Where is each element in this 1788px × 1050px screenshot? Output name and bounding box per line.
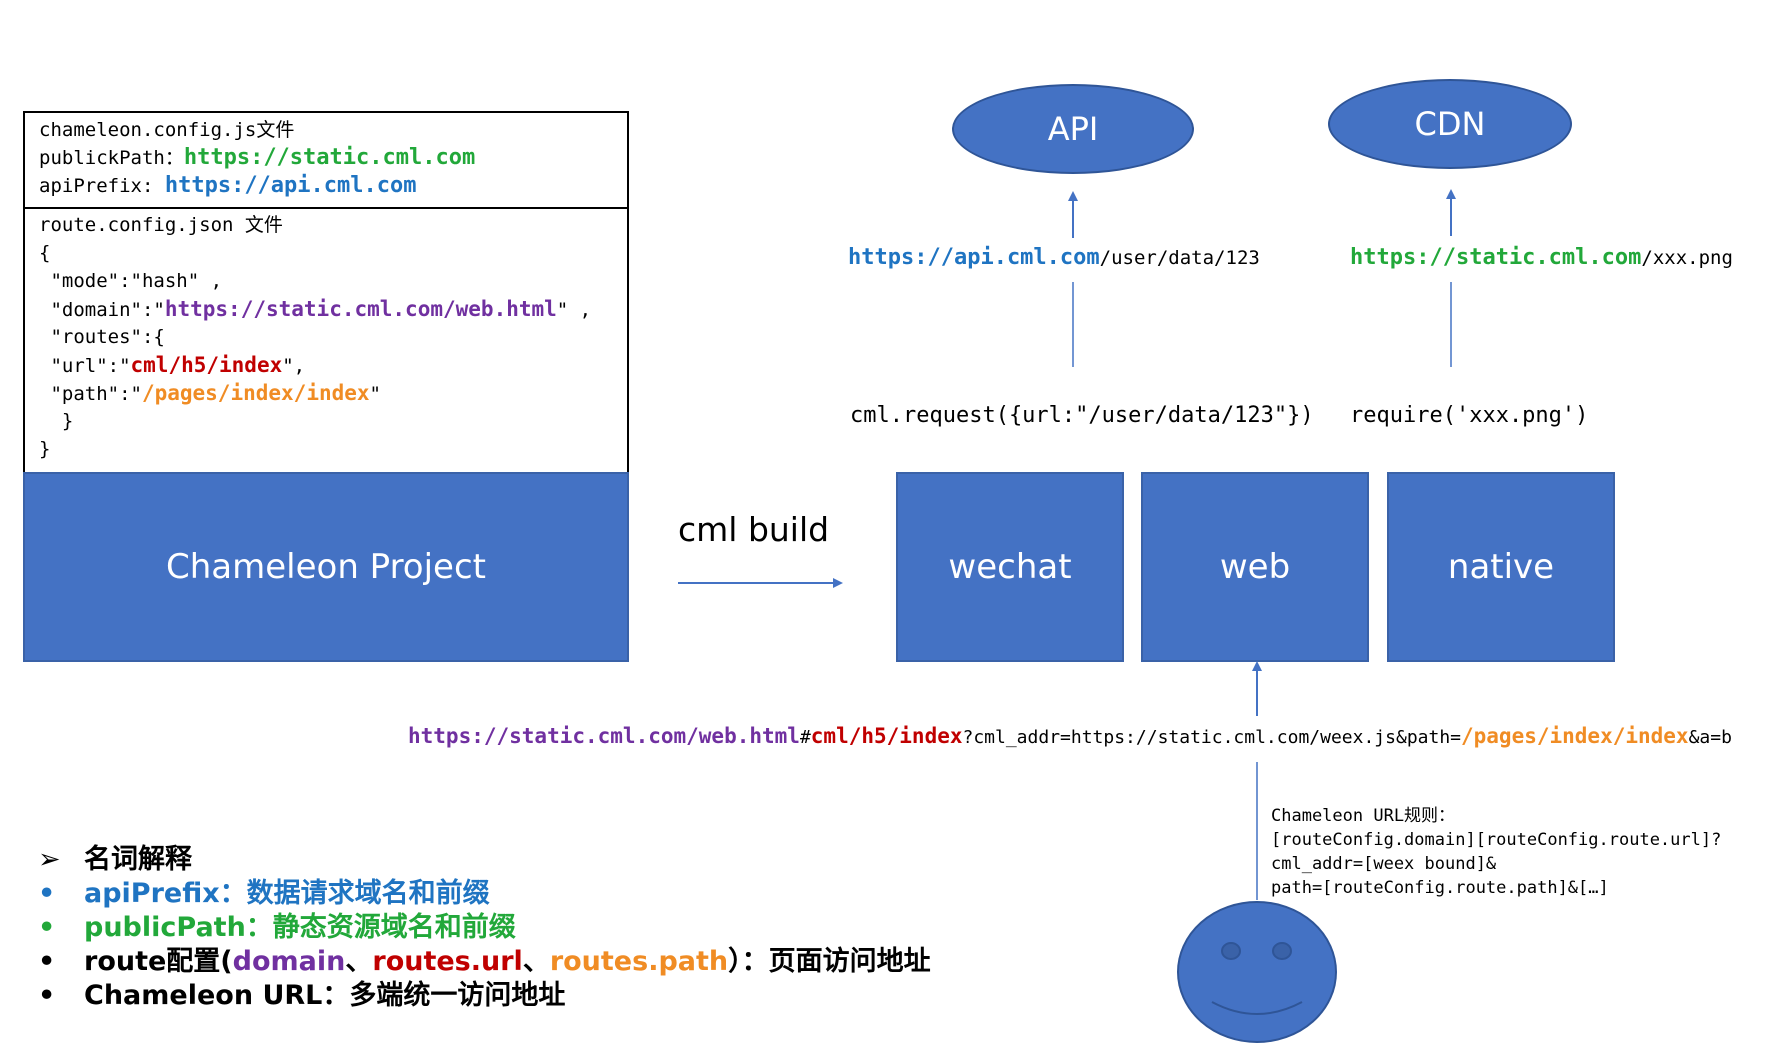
- glossary-heading: ➢ 名词解释: [38, 843, 192, 877]
- routes-close-brace: }: [39, 410, 74, 432]
- api-ellipse: API: [952, 84, 1194, 174]
- route-url-line: "url":"cml/h5/index",: [39, 353, 305, 378]
- glossary-item2-text: publicPath：静态资源域名和前缀: [84, 912, 516, 943]
- full-url-path: /pages/index/index: [1461, 724, 1689, 748]
- glossary-bullet: •: [38, 912, 56, 943]
- native-box: native: [1387, 472, 1615, 662]
- public-path-label: publickPath：: [39, 147, 184, 169]
- cml-build-label: cml build: [678, 510, 830, 549]
- glossary-item-api-prefix: • apiPrefix：数据请求域名和前缀: [38, 877, 490, 911]
- url-value: cml/h5/index: [130, 353, 283, 377]
- api-label: API: [1047, 110, 1099, 148]
- path-value: /pages/index/index: [141, 381, 370, 405]
- cdn-ellipse: CDN: [1328, 79, 1572, 169]
- domain-key: "domain":": [39, 299, 165, 321]
- glossary-item3-sep1: 、: [345, 946, 373, 977]
- glossary-item3-url: routes.url: [372, 946, 523, 977]
- chameleon-url-line: https://static.cml.com/web.html#cml/h5/i…: [408, 724, 1732, 748]
- glossary-bullet: •: [38, 946, 56, 977]
- full-url-route: cml/h5/index: [810, 724, 963, 748]
- wechat-box: wechat: [896, 472, 1124, 662]
- cdn-label: CDN: [1414, 105, 1486, 143]
- url-rule-line3: cml_addr=[weex bound]&: [1271, 854, 1497, 874]
- url-end: ",: [282, 355, 306, 377]
- public-path-line: publickPath：https://static.cml.com: [39, 146, 475, 170]
- native-label: native: [1447, 547, 1555, 587]
- domain-end: " ,: [556, 299, 592, 321]
- url-rule-text: Chameleon URL规则： [routeConfig.domain][ro…: [1271, 804, 1721, 900]
- route-close-brace: }: [39, 438, 51, 460]
- api-url-label: https://api.cml.com/user/data/123: [848, 245, 1260, 270]
- route-path-line: "path":"/pages/index/index": [39, 381, 381, 406]
- public-path-value: https://static.cml.com: [183, 145, 476, 170]
- web-label: web: [1219, 547, 1291, 587]
- glossary-bullet: •: [38, 980, 56, 1011]
- route-domain-line: "domain":"https://static.cml.com/web.htm…: [39, 297, 591, 322]
- glossary-item4-text: Chameleon URL：多端统一访问地址: [84, 980, 566, 1011]
- url-rule-line4: path=[routeConfig.route.path]&[…]: [1271, 878, 1609, 898]
- cdn-url-base: https://static.cml.com: [1350, 245, 1642, 270]
- glossary-item1-text: apiPrefix：数据请求域名和前缀: [84, 878, 490, 909]
- cdn-url-label: https://static.cml.com/xxx.png: [1350, 245, 1733, 270]
- glossary-heading-text: 名词解释: [84, 844, 192, 875]
- full-url-hash: #: [799, 727, 811, 748]
- api-prefix-label: apiPrefix:: [39, 175, 165, 197]
- domain-value: https://static.cml.com/web.html: [164, 297, 557, 321]
- config-box: chameleon.config.js文件 publickPath：https:…: [23, 111, 629, 209]
- wechat-label: wechat: [948, 547, 1072, 587]
- path-end: ": [369, 383, 381, 405]
- glossary-item3-domain: domain: [232, 946, 346, 977]
- path-key: "path":": [39, 383, 142, 405]
- full-url-domain: https://static.cml.com/web.html: [408, 724, 800, 748]
- api-prefix-value: https://api.cml.com: [164, 173, 417, 198]
- full-url-tail: &a=b: [1688, 727, 1732, 748]
- config-title: chameleon.config.js文件: [39, 118, 294, 142]
- route-title: route.config.json 文件: [39, 213, 283, 237]
- glossary-item-route: •route配置(domain、routes.url、routes.path）：…: [38, 945, 931, 979]
- full-url-query: ?cml_addr=https://static.cml.com/weex.js…: [962, 727, 1462, 748]
- route-open-brace: {: [39, 242, 51, 264]
- api-url-base: https://api.cml.com: [848, 245, 1100, 270]
- web-box: web: [1141, 472, 1369, 662]
- request-call-label: cml.request({url:"/user/data/123"}): [850, 403, 1314, 428]
- url-rule-line1: Chameleon URL规则：: [1271, 806, 1456, 826]
- smiley-icon: [1177, 901, 1337, 1043]
- chameleon-project-box: Chameleon Project: [23, 472, 629, 662]
- chameleon-project-label: Chameleon Project: [165, 547, 486, 587]
- arrow-bullet: ➢: [38, 844, 61, 875]
- config-filename: chameleon.config.js: [39, 119, 257, 141]
- glossary-item-chameleon-url: • Chameleon URL：多端统一访问地址: [38, 979, 565, 1013]
- config-file-suffix: 文件: [256, 119, 295, 141]
- route-filename: route.config.json: [39, 214, 245, 236]
- api-prefix-line: apiPrefix: https://api.cml.com: [39, 174, 417, 198]
- url-rule-line2: [routeConfig.domain][routeConfig.route.u…: [1271, 830, 1722, 850]
- glossary-item3-prefix: route配置(: [84, 946, 233, 977]
- glossary-bullet: •: [38, 878, 56, 909]
- glossary-item3-sep2: 、: [522, 946, 550, 977]
- url-key: "url":": [39, 355, 131, 377]
- route-file-suffix: 文件: [244, 214, 283, 236]
- route-config-box: route.config.json 文件 { "mode":"hash" , "…: [23, 207, 629, 474]
- cdn-url-path: /xxx.png: [1641, 247, 1733, 269]
- api-url-path: /user/data/123: [1099, 247, 1260, 269]
- require-call-label: require('xxx.png'): [1350, 403, 1589, 428]
- glossary-item-public-path: • publicPath：静态资源域名和前缀: [38, 911, 516, 945]
- route-mode-line: "mode":"hash" ,: [39, 270, 223, 292]
- routes-line: "routes":{: [39, 326, 165, 348]
- url-rule-title: Chameleon URL规则：: [1271, 804, 1721, 828]
- glossary-item3-path: routes.path: [549, 946, 729, 977]
- glossary-item3-suffix: ）：页面访问地址: [728, 946, 931, 977]
